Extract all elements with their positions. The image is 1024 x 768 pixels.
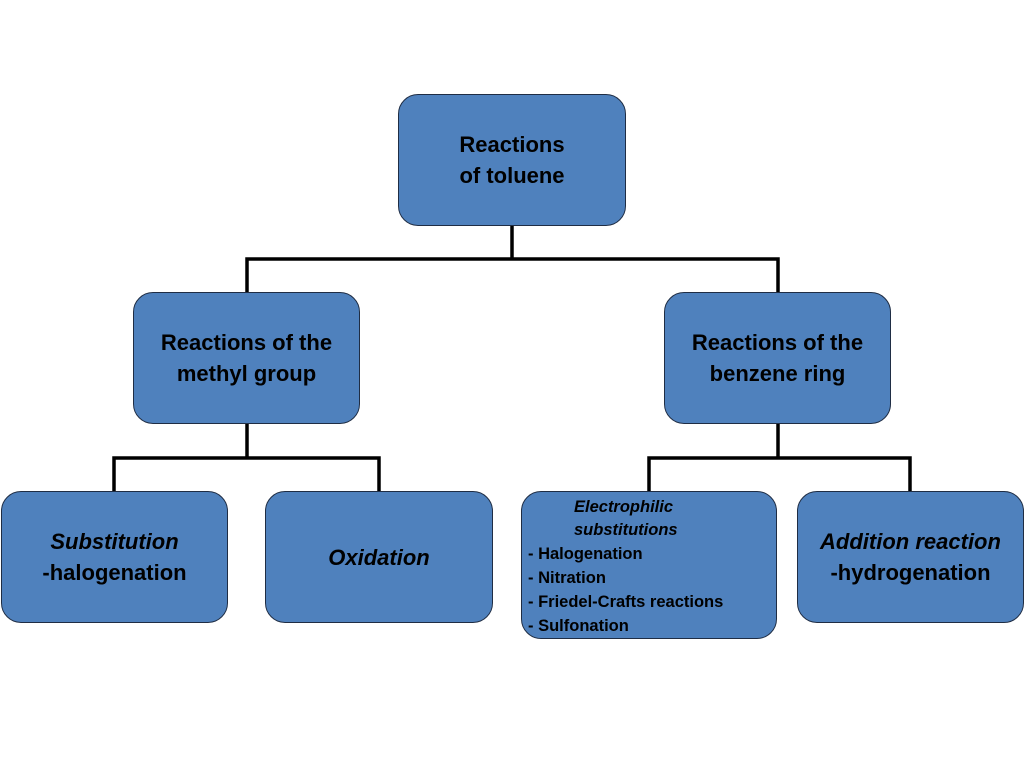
node-heading: Substitution: [50, 529, 179, 554]
node-text: benzene ring: [709, 361, 846, 386]
list-item: - Halogenation: [528, 545, 643, 563]
node-text: -halogenation: [42, 560, 187, 585]
node-substitution: Substitution -halogenation: [1, 491, 228, 623]
node-text: Reactions of the: [160, 330, 333, 355]
node-heading: Electrophilic: [574, 498, 674, 516]
node-heading: substitutions: [574, 521, 678, 539]
node-electrophilic-substitutions: Electrophilic substitutions - Halogenati…: [521, 491, 777, 639]
node-text: -hydrogenation: [830, 560, 991, 585]
node-heading: Addition reaction: [820, 529, 1001, 554]
connector-methyl-to-children: [112, 422, 381, 493]
list-item: - Friedel-Crafts reactions: [528, 593, 724, 611]
node-benzene-ring-reactions: Reactions of the benzene ring: [664, 292, 891, 424]
node-oxidation: Oxidation: [265, 491, 493, 623]
list-item: - Sulfonation: [528, 617, 629, 635]
node-addition-reaction: Addition reaction -hydrogenation: [797, 491, 1024, 623]
list-item: - Nitration: [528, 569, 606, 587]
node-heading: Oxidation: [328, 544, 430, 570]
node-text: Reactions of the: [691, 330, 864, 355]
node-text: Reactions: [459, 132, 565, 157]
connector-root-to-level1: [245, 224, 780, 294]
node-reactions-of-toluene: Reactions of toluene: [398, 94, 626, 226]
node-text: methyl group: [176, 361, 317, 386]
connector-benzene-to-children: [647, 422, 912, 493]
node-text: of toluene: [459, 163, 565, 188]
node-methyl-group-reactions: Reactions of the methyl group: [133, 292, 360, 424]
